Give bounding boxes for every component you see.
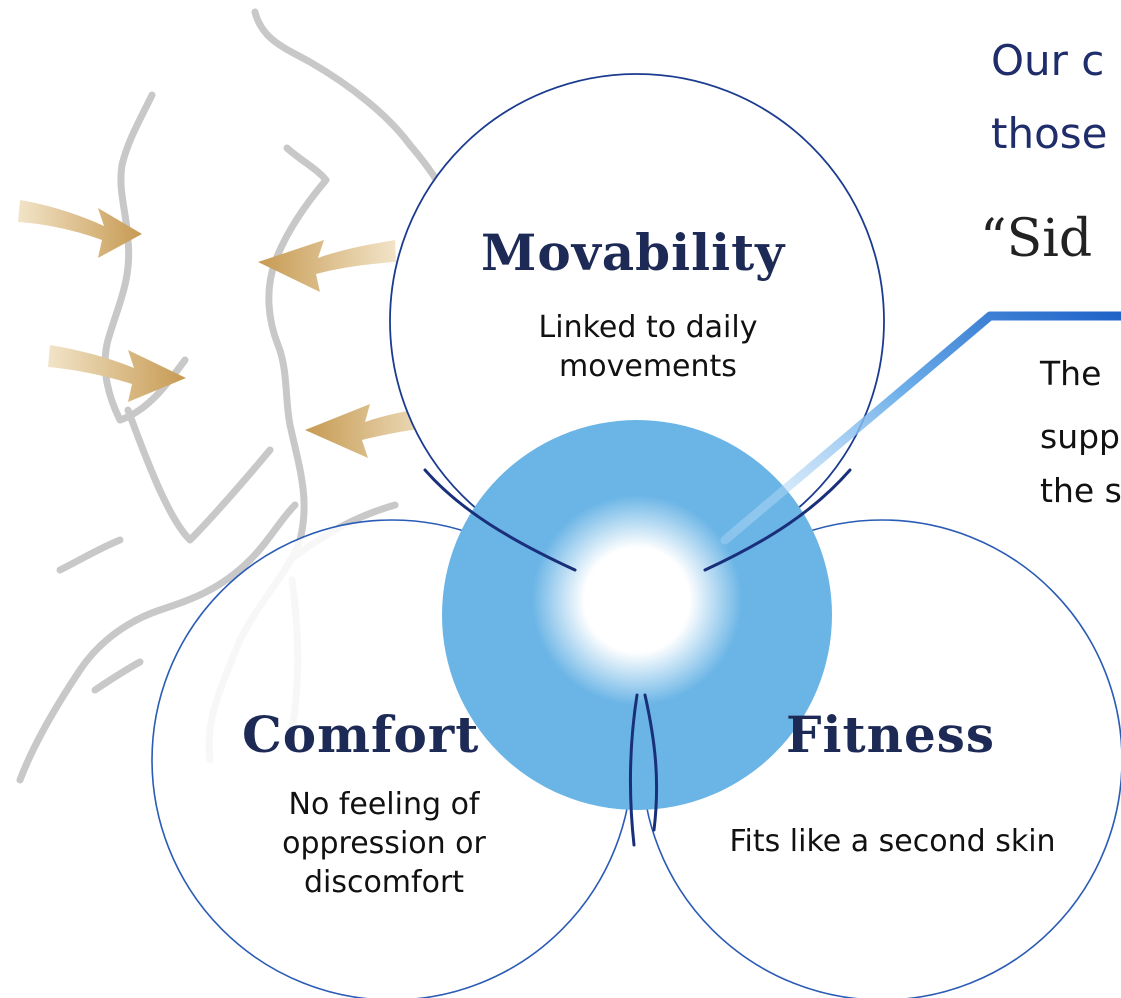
callout-line-2: supp [1040,417,1121,456]
center-glow [532,495,742,705]
intersection-lines [423,468,852,847]
callout-line-3: the s [1040,471,1121,510]
fitness-description: Fits like a second skin [729,824,1056,859]
heading-quote: “Sid [980,209,1093,269]
inward-arrow-icon [18,200,440,458]
movability-description: Linked to daily movements [538,310,758,384]
heading-line-2: those [991,109,1108,158]
movability-title: Movability [481,223,786,282]
heading-line-1: Our c [991,36,1105,85]
callout-connector-icon [720,311,1121,545]
comfort-description: No feeling of oppression or discomfort [282,787,486,900]
fitness-title: Fitness [786,705,996,764]
callout-line-1: The [1040,354,1102,393]
comfort-title: Comfort [242,705,480,764]
